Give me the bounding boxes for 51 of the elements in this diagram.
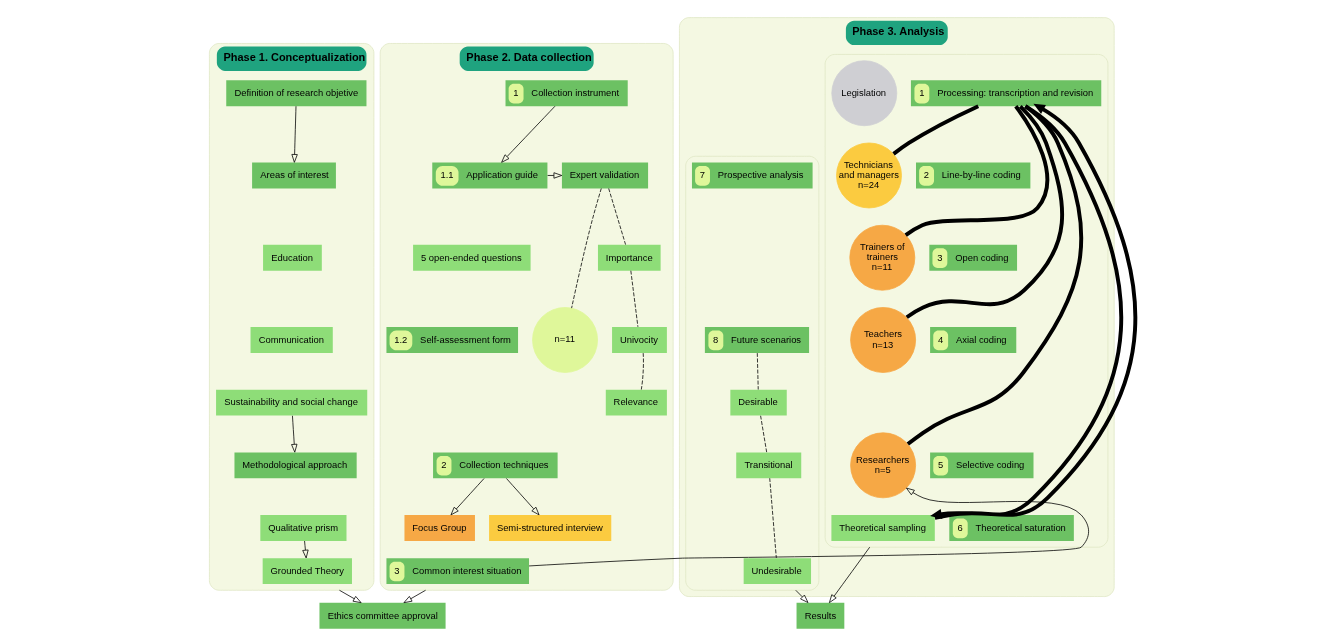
cluster [684, 155, 819, 591]
node-circle: Legislation [830, 60, 897, 127]
node-box: Methodological approach [233, 452, 357, 479]
connector [640, 352, 644, 390]
node-box: Univocity [611, 327, 667, 353]
node-circle: n=11 [531, 307, 598, 373]
connector [905, 104, 1064, 319]
arrow [403, 589, 426, 604]
node-box: Semi-structured interview [488, 515, 611, 541]
node-box: Ethics committee approval [318, 602, 446, 629]
connector [607, 188, 626, 245]
node-box: Definition of research objetive [225, 80, 366, 107]
arrow [301, 540, 309, 559]
connector [759, 415, 767, 453]
connector [570, 188, 602, 309]
connector [891, 104, 979, 156]
node-box: Sustainability and social change [215, 389, 367, 416]
node-box: Focus Group [403, 515, 475, 541]
arrow [794, 589, 808, 603]
node-box: Grounded Theory [262, 558, 352, 584]
node-circle: Technicians and managers n=24 [835, 142, 902, 209]
arrow [290, 415, 297, 453]
connector [904, 105, 1049, 237]
node-box: Relevance [605, 389, 667, 416]
node-box: Results [796, 602, 844, 629]
connector [756, 352, 759, 390]
arrow [338, 589, 361, 604]
arrow [528, 487, 1089, 567]
node-box: Undesirable [743, 558, 811, 584]
node-box: Areas of interest [251, 162, 336, 189]
node-box: Desirable [729, 389, 787, 416]
cluster [824, 54, 1108, 548]
arrow [505, 478, 539, 516]
connector [629, 270, 638, 328]
node-circle: Trainers of trainers n=11 [848, 224, 915, 291]
connector [768, 477, 777, 559]
node-box: Communication [250, 327, 333, 353]
node-box: Theoretical sampling [830, 515, 935, 541]
node-box: Expert validation [561, 162, 648, 189]
node-box: Education [262, 244, 322, 271]
node-circle: Teachers n=13 [849, 307, 916, 373]
node-box: Qualitative prism [259, 515, 346, 541]
connector [906, 104, 1083, 446]
arrow [450, 478, 484, 516]
arrow [546, 172, 562, 179]
arrow [828, 546, 870, 603]
arrow [290, 105, 298, 163]
node-box: Transitional [735, 452, 801, 479]
arrow [500, 105, 555, 163]
node-box: 5 open-ended questions [412, 244, 531, 271]
node-box: Importance [597, 244, 661, 271]
